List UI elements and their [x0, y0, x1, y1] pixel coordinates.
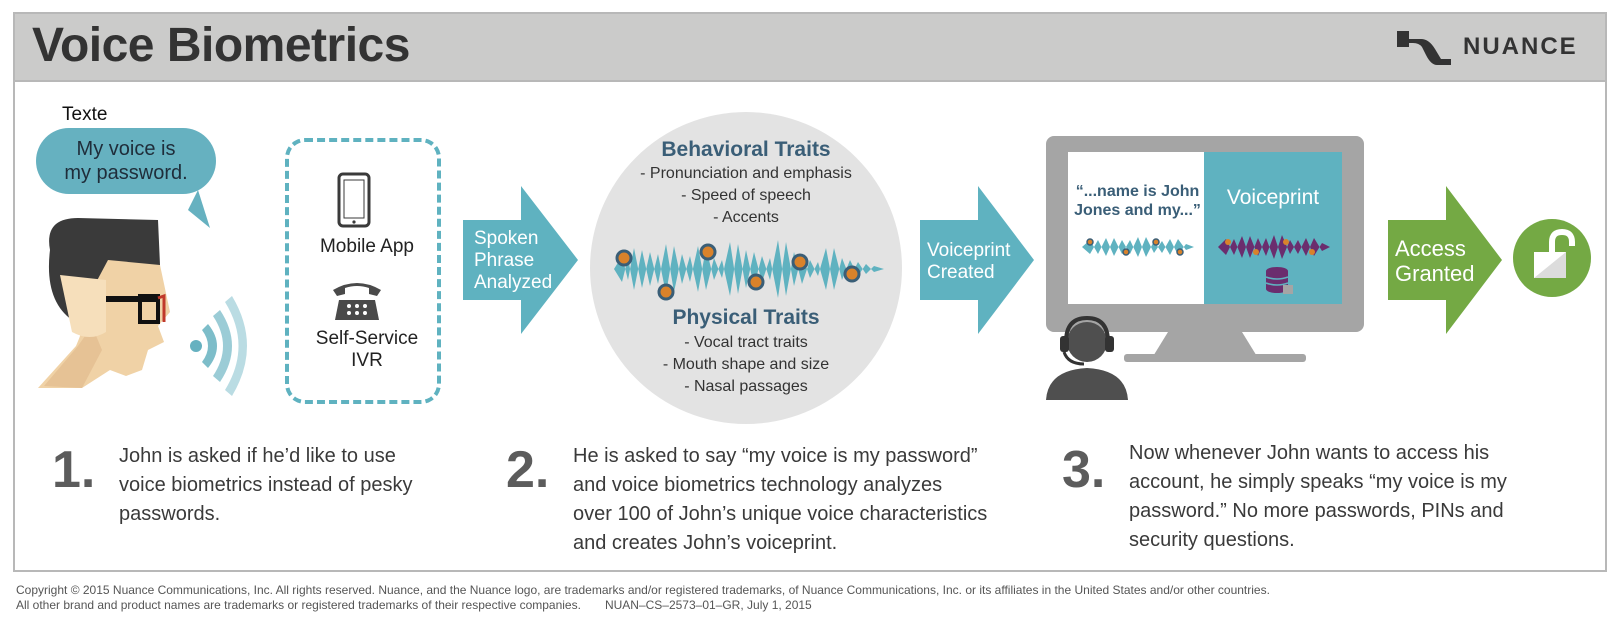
channels-box: Mobile App Self-Service IVR — [285, 138, 441, 404]
agent-headset-icon — [1046, 315, 1128, 400]
voiceprint-created-arrow — [920, 186, 1034, 334]
bubble-line-2: my password. — [64, 162, 188, 184]
step-3-text: Now whenever John wants to access his ac… — [1129, 439, 1507, 555]
telephone-icon — [333, 283, 381, 320]
physical-traits-title: Physical Traits — [672, 306, 820, 329]
step-line: password.” No more passwords, PINs and — [1129, 500, 1504, 522]
step-line: John is asked if he’d like to use — [119, 445, 396, 467]
nuance-logo-icon — [1397, 31, 1451, 65]
arrow-label-spoken: Spoken Phrase Analyzed — [474, 228, 552, 294]
step-number: 3. — [1062, 441, 1106, 499]
arrow-label-line: Granted — [1395, 261, 1475, 286]
mobile-phone-icon — [337, 172, 371, 228]
speaker-caption: Texte — [62, 104, 108, 125]
trait-item: - Vocal tract traits — [684, 334, 808, 351]
voiceprint-label: Voiceprint — [1226, 186, 1320, 209]
trait-item: - Mouth shape and size — [662, 356, 830, 373]
step-line: security questions. — [1129, 529, 1295, 551]
mobile-app-label: Mobile App — [319, 236, 414, 257]
arrow-label-voiceprint: Voiceprint Created — [927, 240, 1010, 284]
step-line: He is asked to say “my voice is my passw… — [573, 445, 978, 467]
arrow-label-line: Analyzed — [474, 272, 553, 293]
quote-line: “...name is John — [1075, 183, 1200, 200]
nuance-logo: NUANCE — [1395, 26, 1578, 68]
step-line: passwords. — [119, 503, 221, 525]
step-number: 2. — [506, 441, 550, 499]
bubble-line-1: My voice is — [76, 138, 176, 160]
arrow-label-line: Created — [927, 262, 995, 283]
voiceprint-waveform-icon — [1218, 235, 1330, 259]
trait-item: - Accents — [713, 209, 779, 226]
behavioral-traits-title: Behavioral Traits — [661, 138, 831, 161]
copyright-line-2: All other brand and product names are tr… — [16, 598, 1270, 613]
arrow-label-line: Access — [1395, 236, 1466, 261]
header-bar — [13, 12, 1607, 82]
quote-line: Jones and my...” — [1074, 202, 1201, 219]
trait-item: - Speed of speech — [681, 187, 811, 204]
step-2-text: He is asked to say “my voice is my passw… — [573, 442, 987, 558]
voice-sample-quote: “...name is John Jones and my...” — [1070, 182, 1205, 220]
database-icon — [1265, 267, 1293, 294]
spoken-phrase-arrow — [463, 186, 578, 334]
step-line: voice biometrics instead of pesky — [119, 474, 413, 496]
trait-item: - Nasal passages — [684, 378, 808, 395]
logo-wordmark: NUANCE — [1463, 33, 1578, 60]
arrow-label-line: Spoken — [474, 228, 539, 249]
step-number: 1. — [52, 441, 96, 499]
copyright-line-1: Copyright © 2015 Nuance Communications, … — [16, 583, 1270, 597]
trait-item: - Pronunciation and emphasis — [640, 165, 852, 182]
unlock-icon — [1513, 219, 1591, 297]
sound-waves-icon — [190, 296, 247, 396]
page-title: Voice Biometrics — [32, 19, 410, 72]
access-granted-arrow — [1388, 186, 1502, 334]
arrow-label-access: Access Granted — [1395, 236, 1475, 286]
step-line: and voice biometrics technology analyzes — [573, 474, 943, 496]
step-line: and creates John’s voiceprint. — [573, 532, 838, 554]
ivr-label-line2: IVR — [351, 350, 383, 371]
copyright-text: All other brand and product names are tr… — [16, 598, 581, 612]
step-line: Now whenever John wants to access his — [1129, 442, 1490, 464]
ivr-label-line1: Self-Service — [315, 328, 419, 349]
copyright-notice: Copyright © 2015 Nuance Communications, … — [16, 583, 1270, 613]
voice-sample-waveform-icon — [1082, 237, 1194, 257]
arrow-label-line: Phrase — [474, 250, 535, 271]
person-speaking-icon — [38, 190, 247, 396]
step-line: over 100 of John’s unique voice characte… — [573, 503, 988, 525]
document-reference: NUAN–CS–2573–01–GR, July 1, 2015 — [604, 598, 812, 612]
waveform-icon — [614, 240, 884, 301]
speech-bubble: My voice is my password. — [36, 128, 216, 194]
arrow-label-line: Voiceprint — [927, 240, 1011, 261]
step-line: account, he simply speaks “my voice is m… — [1129, 471, 1507, 493]
step-1-text: John is asked if he’d like to use voice … — [119, 442, 412, 529]
